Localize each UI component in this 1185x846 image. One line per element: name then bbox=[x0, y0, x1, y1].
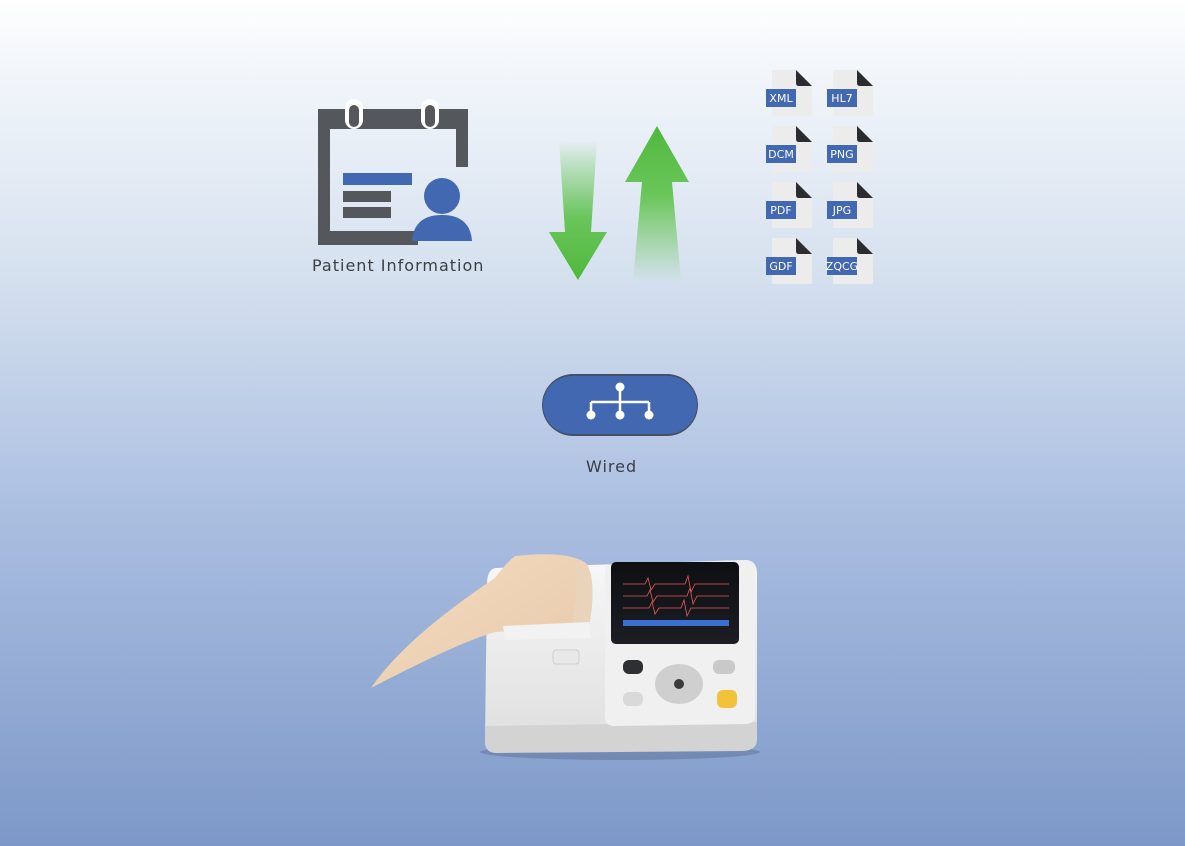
network-group: Wired bbox=[540, 372, 700, 482]
download-arrow-icon bbox=[549, 140, 607, 280]
file-label: PNG bbox=[830, 148, 853, 161]
upload-arrow-icon bbox=[625, 126, 689, 282]
file-label: DCM bbox=[768, 148, 794, 161]
network-icon bbox=[542, 374, 698, 436]
patient-info-group: Patient Information bbox=[300, 95, 490, 285]
file-label: GDF bbox=[769, 260, 792, 273]
file-icon-xml: XML bbox=[766, 70, 812, 116]
file-icon-dcm: DCM bbox=[766, 126, 812, 172]
file-icon-jpg: JPG bbox=[827, 182, 873, 228]
file-label: XML bbox=[769, 92, 793, 105]
user-icon bbox=[412, 178, 472, 241]
file-icon-gdf: GDF bbox=[766, 238, 812, 284]
file-icon-hl7: HL7 bbox=[827, 70, 873, 116]
file-icon-png: PNG bbox=[827, 126, 873, 172]
file-label: ZQCG bbox=[826, 260, 858, 273]
file-label: JPG bbox=[832, 204, 851, 217]
patient-info-label: Patient Information bbox=[312, 256, 485, 275]
file-icon-zqcg: ZQCG bbox=[826, 238, 873, 284]
ecg-device-image bbox=[371, 554, 760, 760]
network-label: Wired bbox=[586, 457, 638, 476]
file-icon-pdf: PDF bbox=[766, 182, 812, 228]
file-label: PDF bbox=[770, 204, 791, 217]
file-label: HL7 bbox=[831, 92, 852, 105]
calendar-icon bbox=[318, 99, 472, 245]
transfer-arrows bbox=[549, 126, 689, 282]
